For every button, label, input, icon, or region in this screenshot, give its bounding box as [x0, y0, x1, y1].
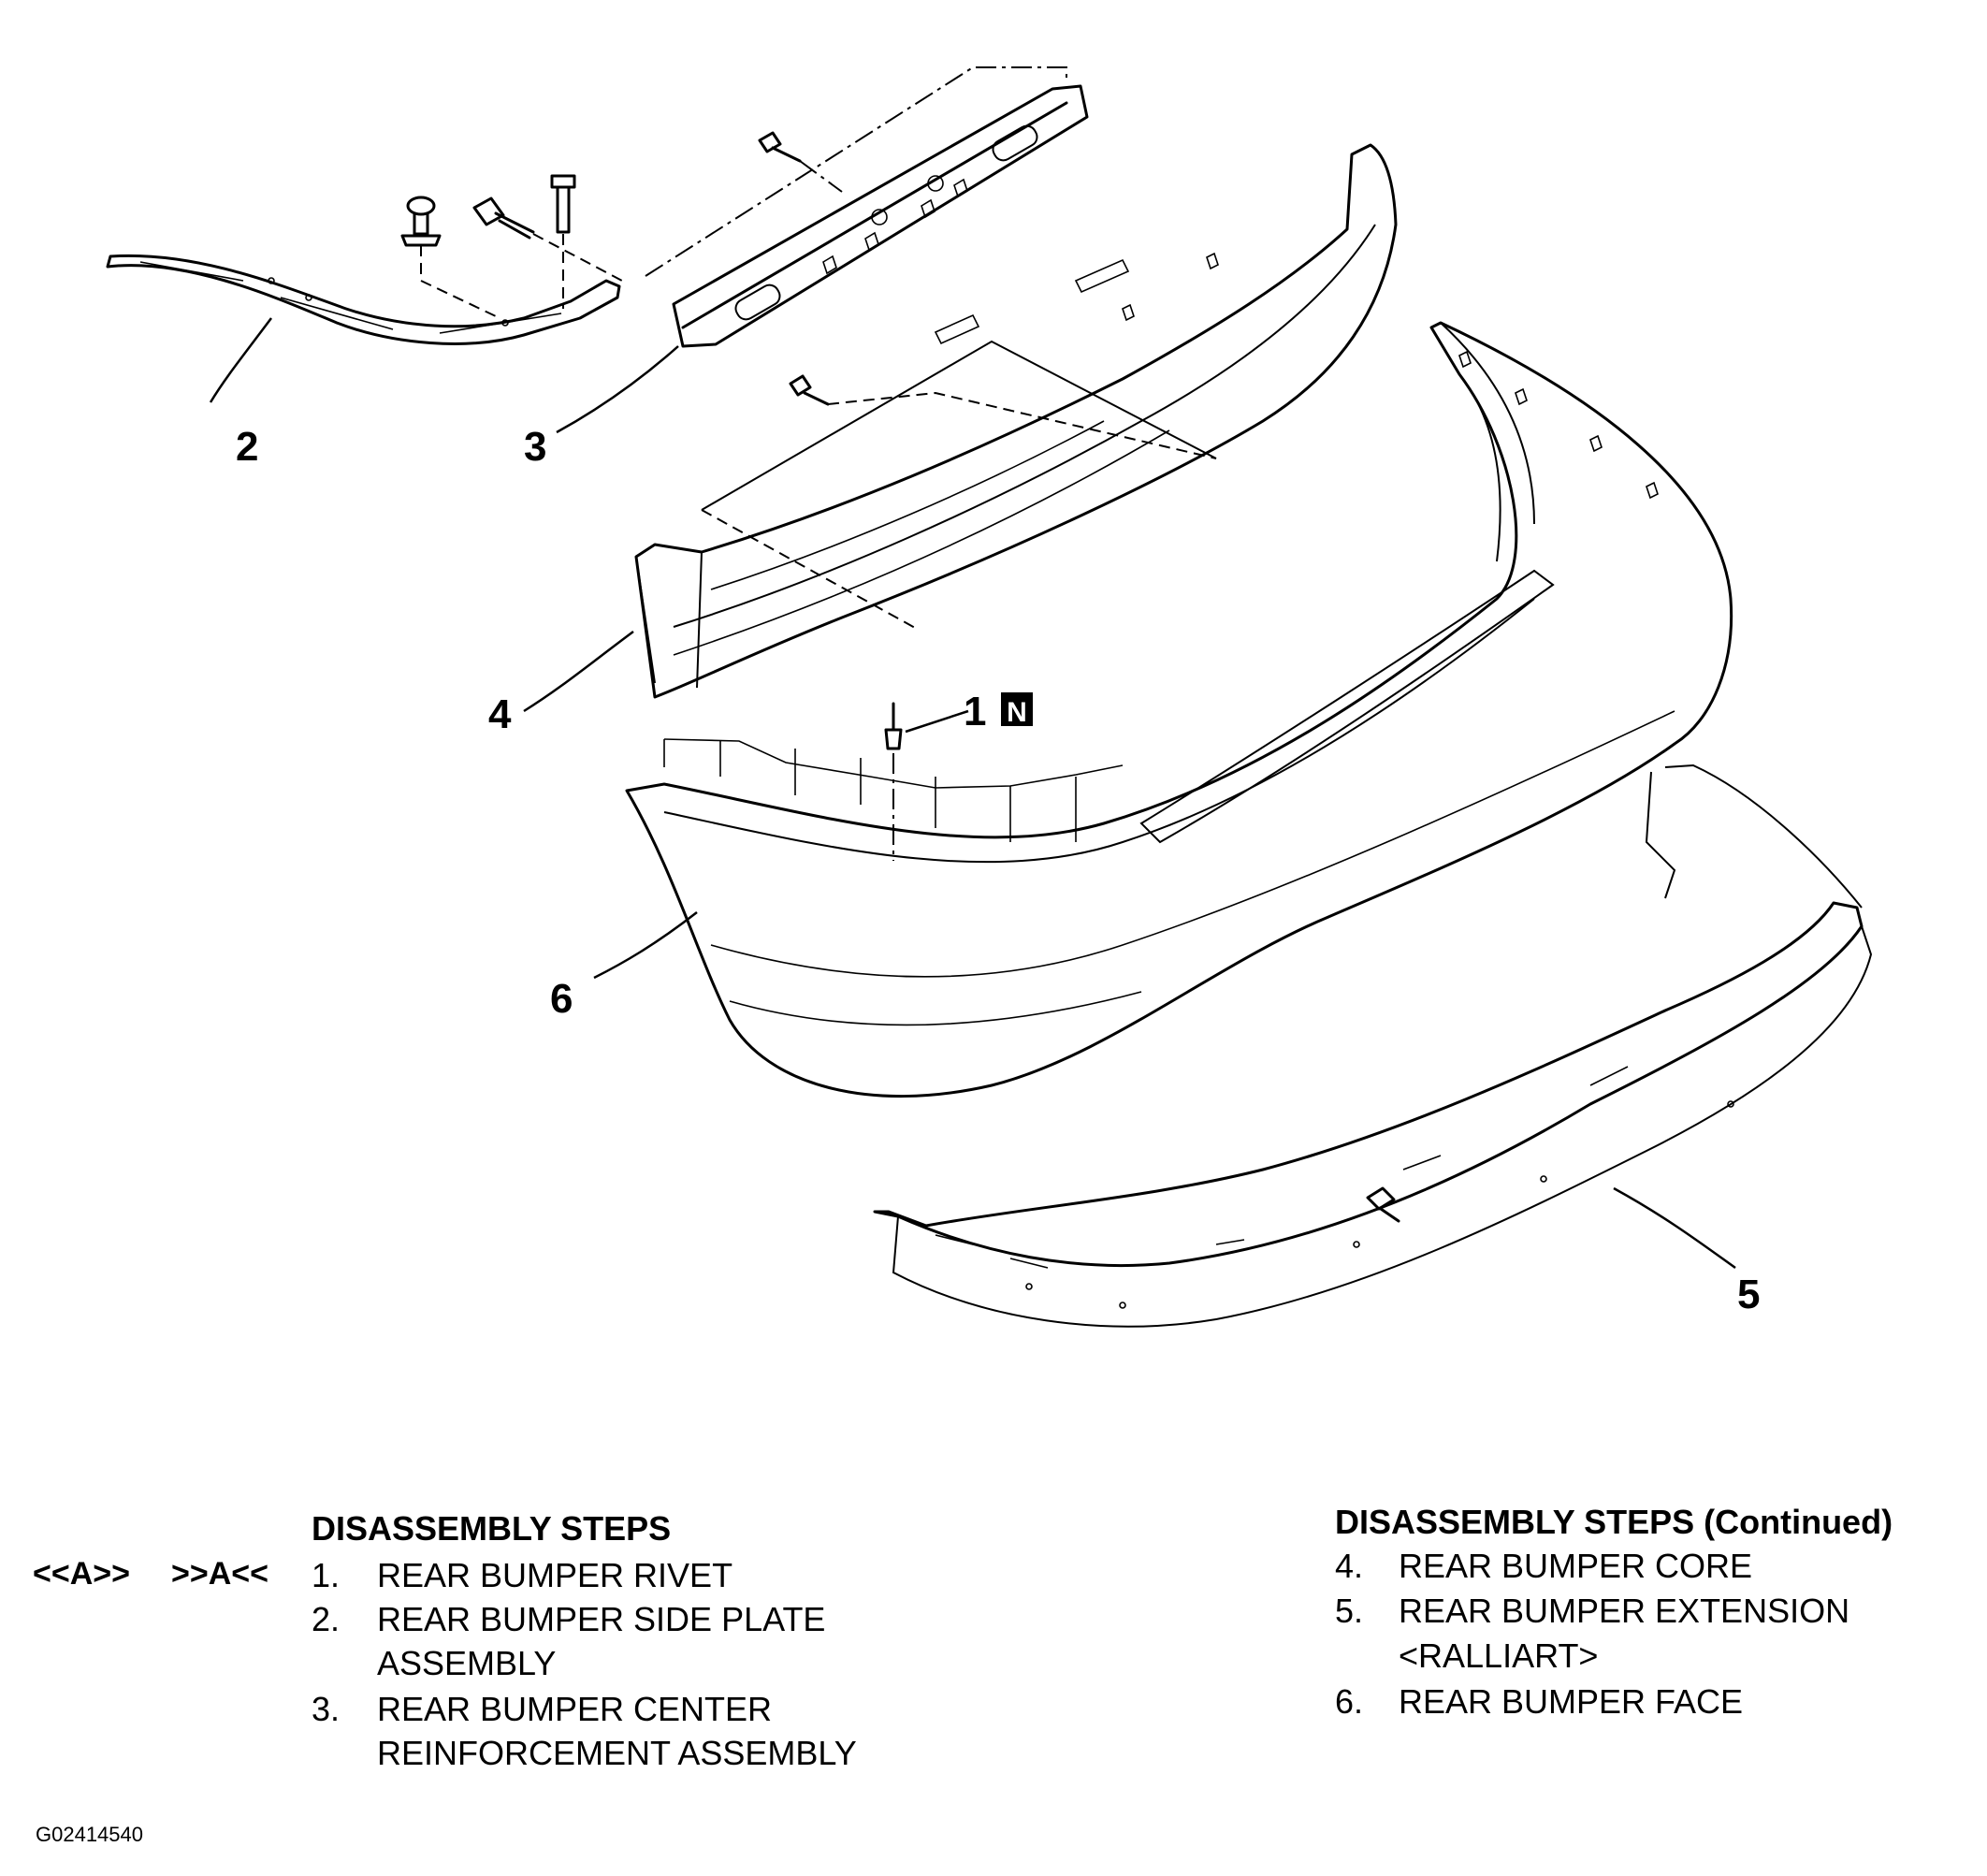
step-3-text: REAR BUMPER CENTER	[377, 1690, 773, 1728]
step-5-text: REAR BUMPER EXTENSION	[1399, 1592, 1850, 1630]
step-4-number: 4.	[1335, 1547, 1364, 1585]
step-2-text-continued: ASSEMBLY	[377, 1644, 557, 1682]
callout-2: 2	[236, 424, 258, 470]
step-4-text: REAR BUMPER CORE	[1399, 1547, 1753, 1585]
leader-line-6	[593, 911, 698, 980]
leader-line-1	[905, 709, 969, 734]
callout-4: 4	[488, 691, 512, 737]
step-3-number: 3.	[312, 1690, 341, 1728]
side-plate-fasteners	[400, 174, 576, 247]
leader-line-5	[1613, 1186, 1736, 1270]
installation-service-mark: >>A<<	[171, 1556, 268, 1592]
step-6-text: REAR BUMPER FACE	[1399, 1682, 1744, 1721]
leader-line-3	[556, 345, 679, 434]
removal-service-mark: <<A>>	[33, 1556, 130, 1592]
figure-reference-id: G02414540	[36, 1823, 143, 1846]
step-1-number: 1.	[312, 1556, 341, 1594]
step-6-number: 6.	[1335, 1682, 1364, 1721]
bumper-core	[634, 143, 1398, 699]
callout-5: 5	[1737, 1272, 1760, 1317]
step-5-number: 5.	[1335, 1592, 1364, 1630]
leader-line-4	[523, 630, 634, 713]
exploded-view-diagram: 1 N 2 3 4 5 6	[106, 66, 1873, 1328]
leader-line-2	[209, 317, 272, 403]
bumper-extension-clip	[1366, 1186, 1400, 1223]
steps-heading-left: DISASSEMBLY STEPS	[312, 1509, 672, 1548]
steps-heading-right: DISASSEMBLY STEPS (Continued)	[1335, 1503, 1893, 1541]
callout-6: 6	[550, 976, 573, 1022]
new-part-badge	[1001, 692, 1033, 726]
center-reinforcement-bolt	[758, 131, 802, 163]
bumper-face	[625, 321, 1733, 1098]
step-2-text: REAR BUMPER SIDE PLATE	[377, 1600, 826, 1638]
callout-3: 3	[524, 424, 546, 470]
callout-1: 1	[964, 689, 986, 734]
bumper-core-bolt	[789, 374, 830, 406]
step-1-text: REAR BUMPER RIVET	[377, 1556, 733, 1594]
new-part-badge-label: N	[1007, 697, 1027, 728]
step-3-text-continued: REINFORCEMENT ASSEMBLY	[377, 1734, 857, 1772]
center-reinforcement-assembly	[672, 84, 1089, 348]
rivet	[884, 702, 903, 750]
step-2-number: 2.	[312, 1600, 341, 1638]
bumper-extension-ralliart	[873, 763, 1873, 1328]
side-plate-assembly	[106, 254, 621, 345]
step-5-text-continued: <RALLIART>	[1399, 1636, 1599, 1675]
